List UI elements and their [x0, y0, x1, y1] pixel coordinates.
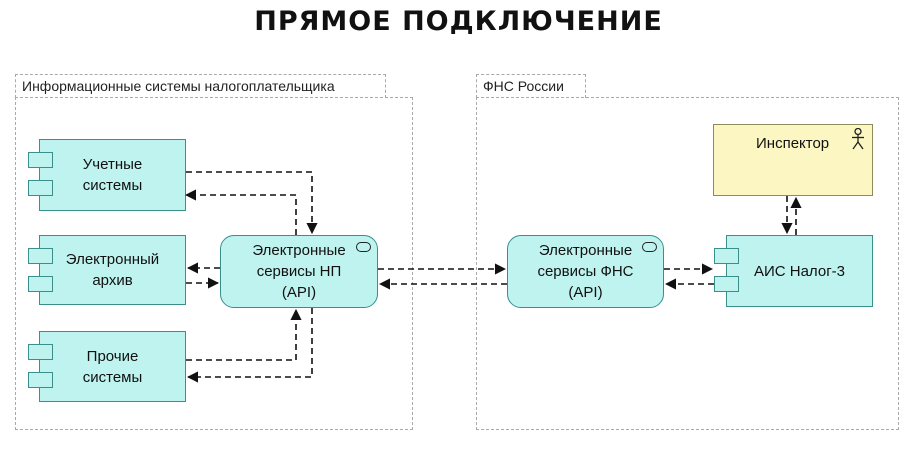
service-icon	[642, 242, 657, 252]
component-icon	[28, 152, 53, 168]
page-title: ПРЯМОЕ ПОДКЛЮЧЕНИЕ	[254, 6, 663, 37]
np-services-label-line1: Электронные	[252, 242, 346, 259]
inspector-label: Инспектор	[756, 135, 830, 152]
component-icon	[28, 248, 53, 264]
other-label-line2: системы	[82, 368, 143, 386]
service-np-api[interactable]: Электронные сервисы НП (API)	[220, 235, 378, 308]
accounting-label-line2: системы	[82, 177, 143, 194]
ais-label: АИС Налог-3	[753, 262, 846, 280]
actor-inspector[interactable]: Инспектор	[713, 124, 873, 196]
component-icon	[28, 344, 53, 360]
flow-np-to-other	[186, 308, 313, 383]
component-accounting-systems[interactable]: Учетные системы	[39, 139, 186, 211]
group-taxpayer	[15, 97, 413, 430]
fns-services-label-line1: Электронные	[538, 242, 633, 259]
np-services-label-line2: сервисы НП	[256, 263, 342, 280]
component-icon	[714, 276, 739, 292]
archive-label-line2: архив	[92, 272, 133, 289]
flow-accounting-to-np	[186, 171, 318, 235]
fns-services-label-line2: сервисы ФНС	[537, 263, 634, 280]
component-icon	[714, 248, 739, 264]
service-fns-api[interactable]: Электронные сервисы ФНС (API)	[507, 235, 664, 308]
service-icon	[356, 242, 371, 252]
archive-label-line1: Электронный	[65, 251, 160, 268]
flow-other-to-np	[186, 308, 302, 361]
fns-services-label-line3: (API)	[568, 284, 603, 301]
accounting-label-line1: Учетные	[82, 156, 143, 173]
component-ais-nalog-3[interactable]: АИС Налог-3	[726, 235, 873, 307]
np-services-label-line3: (API)	[281, 284, 317, 301]
component-icon	[28, 372, 53, 388]
component-other-systems[interactable]: Прочие системы	[39, 331, 186, 402]
other-label-line1: Прочие	[86, 347, 139, 365]
flow-np-to-accounting	[184, 189, 297, 235]
group-label-taxpayer: Информационные системы налогоплательщика	[15, 74, 386, 98]
component-icon	[28, 276, 53, 292]
component-electronic-archive[interactable]: Электронный архив	[39, 235, 186, 305]
group-label-fns: ФНС России	[476, 74, 586, 98]
group-fns	[476, 97, 899, 430]
component-icon	[28, 180, 53, 196]
actor-icon	[852, 128, 864, 150]
